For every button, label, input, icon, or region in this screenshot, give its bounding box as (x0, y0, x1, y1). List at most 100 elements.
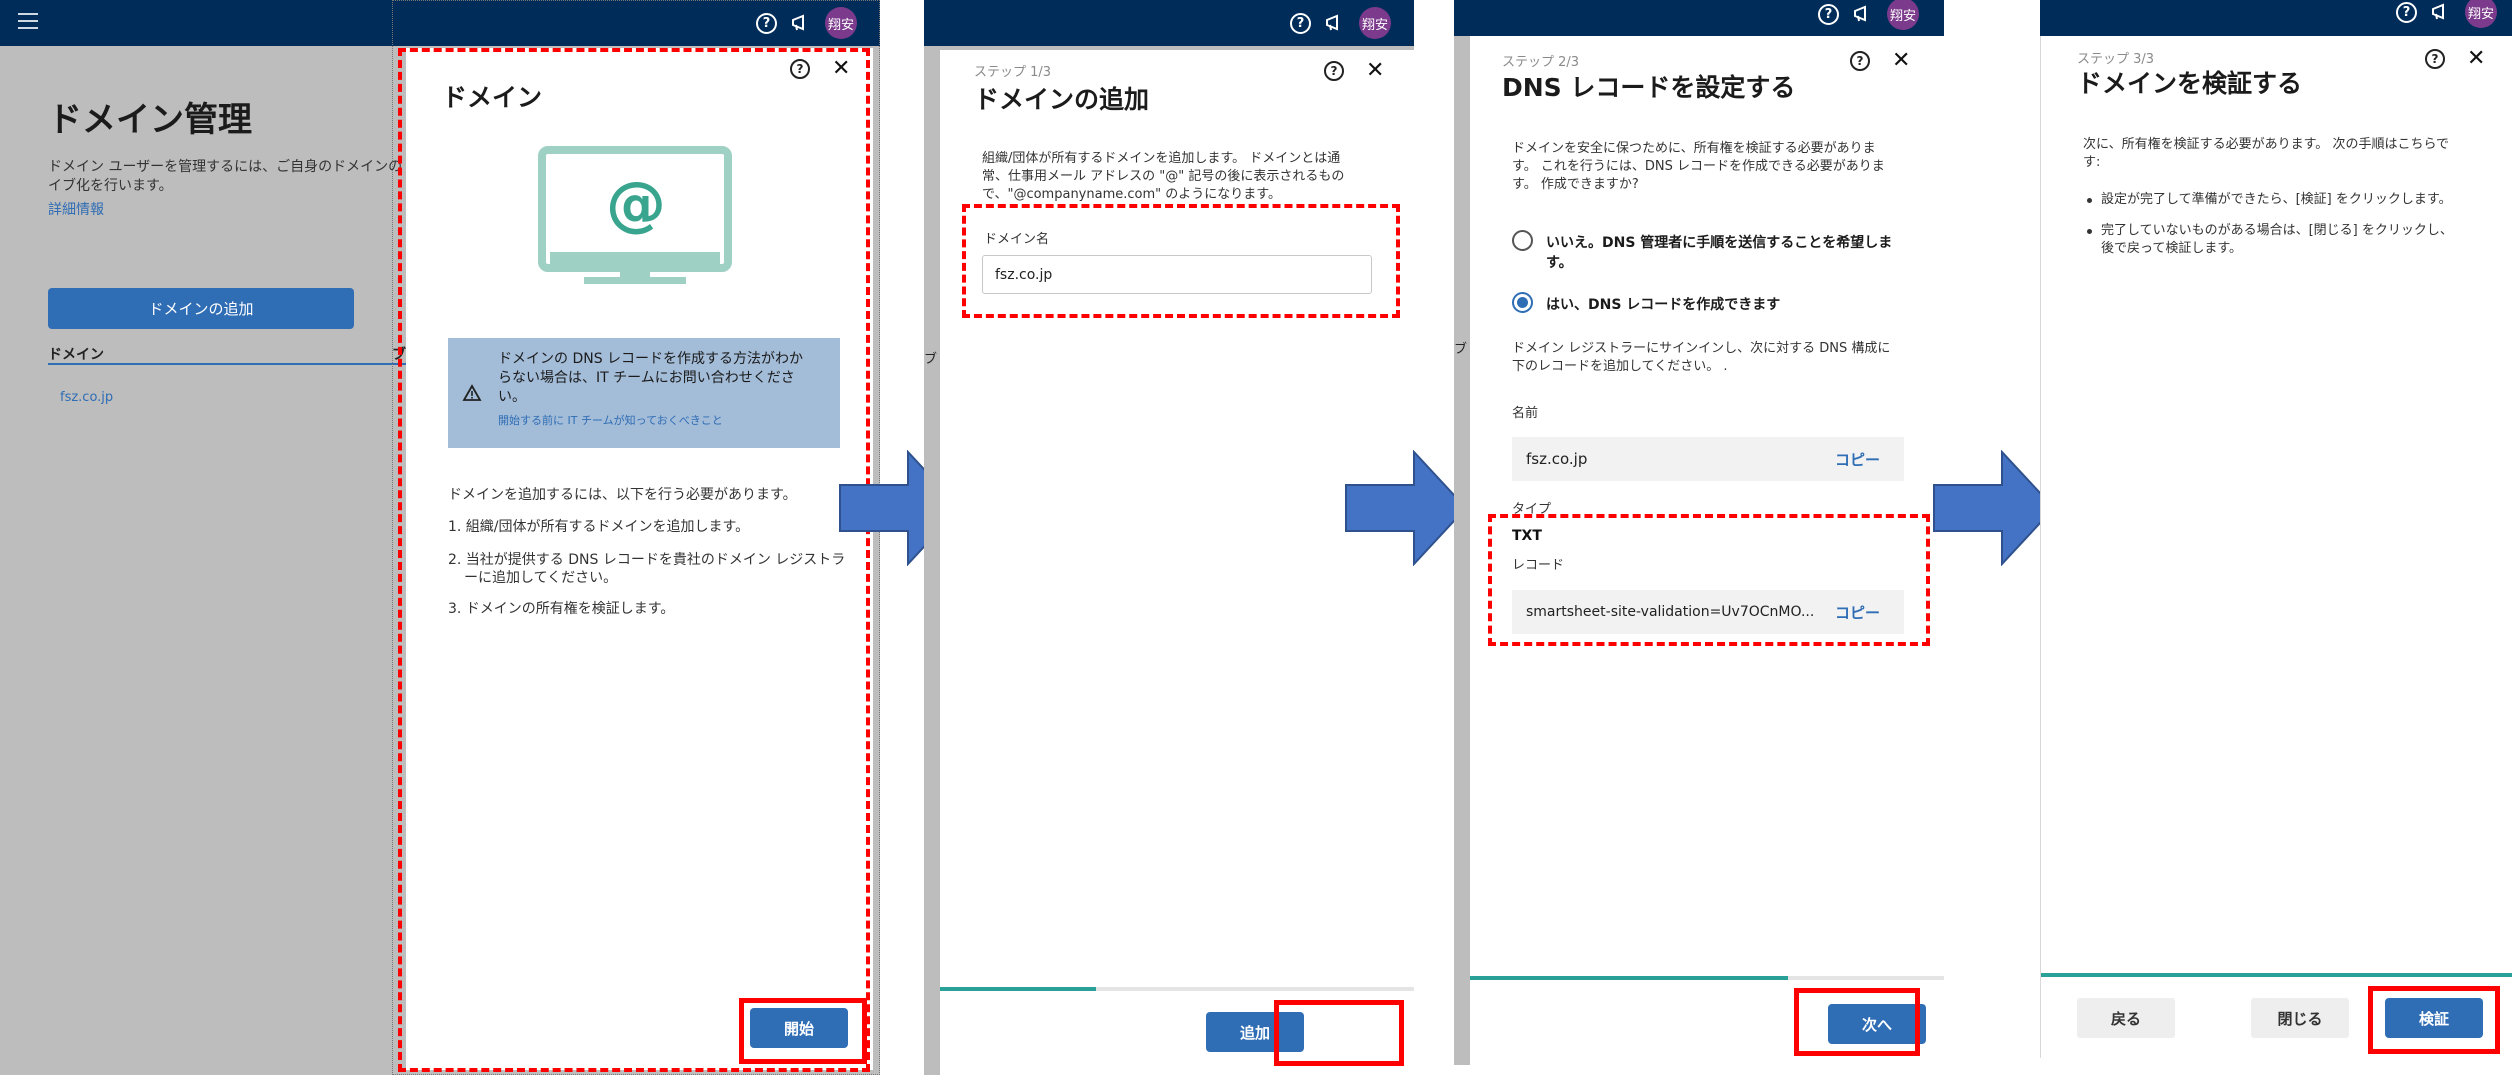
screen-1: ? 翔安 ドメイン管理 ドメイン ユーザーを管理するには、ご自身のドメインの イ… (0, 0, 880, 1075)
description-1: 次に、所有権を検証する必要があります。 次の手順はこちらで (2083, 137, 2450, 152)
avatar[interactable]: 翔安 (1359, 7, 1391, 39)
edge-text: ブ (924, 352, 938, 367)
close-button[interactable]: 閉じる (2251, 998, 2349, 1038)
start-button[interactable]: 開始 (750, 1008, 848, 1048)
highlight-start-button (739, 998, 867, 1064)
copy-name-button[interactable]: コピー (1834, 450, 1880, 469)
help-icon[interactable]: ? (790, 59, 810, 79)
highlight-panel (398, 48, 870, 1072)
megaphone-icon[interactable] (791, 14, 811, 32)
domain-side-panel: ドメイン ? ✕ @ ドメインの DNS レコードを作成する方法がわか らない場… (406, 48, 873, 1070)
radio-no-label-cont: す。 (1546, 255, 1573, 271)
dns-record-panel: ステップ 2/3 DNS レコードを設定する ? ✕ ドメインを安全に保つために… (1470, 36, 1944, 1065)
avatar[interactable]: 翔安 (825, 7, 857, 39)
progress-fill (2041, 973, 2512, 977)
svg-text:@: @ (606, 169, 666, 239)
bullet-2 (2087, 229, 2092, 234)
bullet-1 (2087, 198, 2092, 203)
alert-text-2: らない場合は、IT チームにお問い合わせくださ (498, 370, 795, 386)
verify-button[interactable]: 検証 (2385, 998, 2483, 1038)
megaphone-icon[interactable] (1325, 14, 1345, 32)
intro-text: ドメインを追加するには、以下を行う必要があります。 (448, 487, 797, 503)
highlight-add-button (1274, 1000, 1404, 1066)
help-icon[interactable]: ? (1850, 51, 1870, 71)
page-description-2: イブ化を行います。 (48, 178, 173, 194)
alert-link[interactable]: 開始する前に IT チームが知っておくべきこと (498, 414, 723, 427)
arrow-right-icon (1933, 450, 2056, 566)
help-icon[interactable]: ? (2396, 1, 2417, 23)
progress-fill (1470, 976, 1788, 980)
radio-yes-label: はい、DNS レコードを作成できます (1546, 297, 1781, 313)
megaphone-icon[interactable] (1853, 5, 1873, 23)
domain-name-value: fsz.co.jp (995, 266, 1053, 283)
radio-no[interactable] (1512, 230, 1533, 251)
description-2: す。 これを行うには、DNS レコードを作成できる必要がありま (1512, 159, 1885, 174)
description-1: ドメインを安全に保つために、所有権を検証する必要がありま (1512, 141, 1876, 156)
table-row[interactable]: fsz.co.jp (60, 390, 114, 405)
menu-icon[interactable] (18, 13, 38, 31)
step-2-text-cont: ーに追加してください。 (464, 570, 618, 586)
radio-yes[interactable] (1512, 292, 1533, 313)
back-button[interactable]: 戻る (2077, 998, 2175, 1038)
next-button[interactable]: 次へ (1828, 1004, 1926, 1044)
help-icon[interactable]: ? (2425, 49, 2445, 69)
add-domain-panel: ステップ 1/3 ドメインの追加 ? ✕ 組織/団体が所有するドメインを追加しま… (940, 50, 1414, 1075)
page-title: ドメイン管理 (48, 100, 252, 140)
radio-no-label: いいえ。DNS 管理者に手順を送信することを希望しま (1546, 235, 1893, 251)
domain-name-label: ドメイン名 (984, 232, 1050, 247)
alert-text-1: ドメインの DNS レコードを作成する方法がわか (498, 351, 804, 367)
close-icon[interactable]: ✕ (2467, 46, 2486, 71)
step-2-text: 2. 当社が提供する DNS レコードを貴社のドメイン レジストラ (448, 552, 846, 568)
screen-4: ? 翔安 ステップ 3/3 ドメインを検証する ? ✕ 次に、所有権を検証する必… (2040, 0, 2512, 1058)
close-icon[interactable]: ✕ (832, 56, 851, 81)
step-indicator: ステップ 2/3 (1502, 55, 1580, 70)
top-bar: ? 翔安 (1454, 0, 1944, 36)
progress-bar (2041, 973, 2512, 977)
bullet-2-text-cont: 後で戻って検証します。 (2101, 241, 2243, 256)
avatar[interactable]: 翔安 (1887, 0, 1919, 30)
arrow-right-icon (1345, 450, 1468, 566)
panel-title: ドメインを検証する (2077, 69, 2303, 98)
progress-fill (940, 987, 1097, 991)
help-icon[interactable]: ? (1324, 61, 1344, 81)
record-value: smartsheet-site-validation=Uv7OCnMO... (1526, 604, 1815, 620)
megaphone-icon[interactable] (2431, 3, 2451, 21)
description-1: 組織/団体が所有するドメインを追加します。 ドメインとは通 (982, 151, 1341, 166)
step-indicator: ステップ 3/3 (2077, 52, 2155, 67)
add-button[interactable]: 追加 (1206, 1012, 1304, 1052)
edge-text: ブ (1454, 342, 1468, 357)
warning-icon (462, 384, 482, 401)
name-label: 名前 (1512, 406, 1539, 421)
more-info-link[interactable]: 詳細情報 (48, 202, 104, 218)
help-icon[interactable]: ? (1290, 12, 1311, 34)
step-3-text: 3. ドメインの所有権を検証します。 (448, 601, 675, 617)
screen-3: ? 翔安 ブ ステップ 2/3 DNS レコードを設定する ? ✕ ドメインを安… (1454, 0, 1944, 1065)
page-description: ドメイン ユーザーを管理するには、ご自身のドメインの (48, 159, 403, 175)
close-icon[interactable]: ✕ (1892, 48, 1911, 73)
type-value: TXT (1512, 528, 1542, 544)
avatar[interactable]: 翔安 (2465, 0, 2497, 28)
record-field: smartsheet-site-validation=Uv7OCnMO... コ… (1512, 590, 1904, 634)
help-icon[interactable]: ? (1818, 3, 1839, 25)
panel-title: DNS レコードを設定する (1502, 73, 1796, 102)
warning-alert: ドメインの DNS レコードを作成する方法がわか らない場合は、IT チームにお… (448, 338, 840, 448)
highlight-verify-button (2368, 986, 2500, 1054)
domain-name-input[interactable]: fsz.co.jp (982, 255, 1372, 294)
highlight-next-button (1794, 988, 1920, 1056)
copy-record-button[interactable]: コピー (1834, 603, 1880, 622)
registrar-text-2: 下のレコードを追加してください。 . (1512, 359, 1728, 374)
description-3: す。 作成できますか? (1512, 177, 1639, 192)
top-bar: ? 翔安 (924, 0, 1414, 46)
bullet-1-text: 設定が完了して準備ができたら、[検証] をクリックします。 (2101, 192, 2452, 207)
add-domain-button[interactable]: ドメインの追加 (48, 288, 354, 329)
verify-panel: ステップ 3/3 ドメインを検証する ? ✕ 次に、所有権を検証する必要がありま… (2040, 36, 2512, 1058)
highlight-domain-field (962, 204, 1400, 318)
step-indicator: ステップ 1/3 (974, 65, 1052, 80)
help-icon[interactable]: ? (756, 12, 777, 34)
description-2: す: (2083, 155, 2101, 170)
selection-frame (392, 0, 880, 1075)
step-1-text: 1. 組織/団体が所有するドメインを追加します。 (448, 519, 750, 535)
close-icon[interactable]: ✕ (1366, 58, 1385, 83)
panel-title: ドメイン (442, 83, 543, 112)
highlight-record-field (1488, 514, 1930, 646)
